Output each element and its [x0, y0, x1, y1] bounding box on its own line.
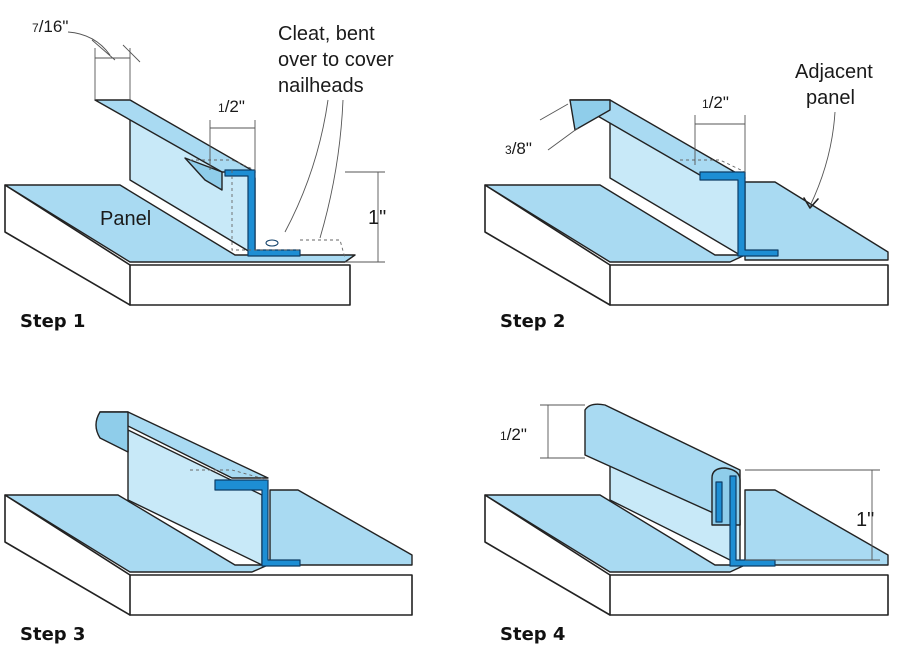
label-adjacent-line2: panel: [806, 87, 855, 109]
label-adjacent-line1: Adjacent: [795, 61, 873, 83]
label-cleat-line2: over to cover: [278, 49, 394, 71]
panel: [4, 184, 356, 263]
dim-1-2-step2: 1/2": [702, 93, 729, 112]
label-cleat-line1: Cleat, bent: [278, 23, 375, 45]
step-1-label: Step 1: [20, 311, 85, 332]
dim-7-16: 7/16": [32, 17, 68, 36]
dim-1-2-step1: 1/2": [218, 97, 245, 116]
step-2-label: Step 2: [500, 311, 565, 332]
step-2-dimensions: 3/8" 1/2" Adjacent panel Step 2: [500, 61, 873, 332]
step-4-dimensions: 1/2" 1" Step 4: [500, 404, 880, 645]
dim-1-inch-step1: 1": [368, 207, 386, 229]
label-cleat-line3: nailheads: [278, 75, 364, 97]
cleat-leader: [284, 99, 329, 233]
step-3-drawing: Step 3: [4, 411, 413, 645]
step-1-dimensions: 7/16" 1/2" 1" Panel Cleat, bent over to …: [20, 17, 394, 332]
label-panel: Panel: [100, 208, 151, 230]
step-2-drawing: [484, 99, 889, 306]
dim-1-2-step4: 1/2": [500, 425, 527, 444]
step-3-label: Step 3: [20, 624, 85, 645]
nailhead: [265, 239, 279, 247]
cleat: [224, 169, 301, 257]
step-4-drawing: [484, 403, 889, 616]
adjacent-panel: [744, 181, 889, 261]
adjacent-leader: [809, 111, 836, 207]
adjacent-panel: [269, 489, 413, 566]
cleat: [699, 171, 779, 257]
dim-3-8: 3/8": [505, 139, 532, 158]
dim-1-inch-step4: 1": [856, 509, 874, 531]
step-1-drawing: [4, 99, 356, 306]
adjacent-panel: [744, 489, 889, 566]
step-4-label: Step 4: [500, 624, 565, 645]
cleat: [214, 479, 301, 567]
